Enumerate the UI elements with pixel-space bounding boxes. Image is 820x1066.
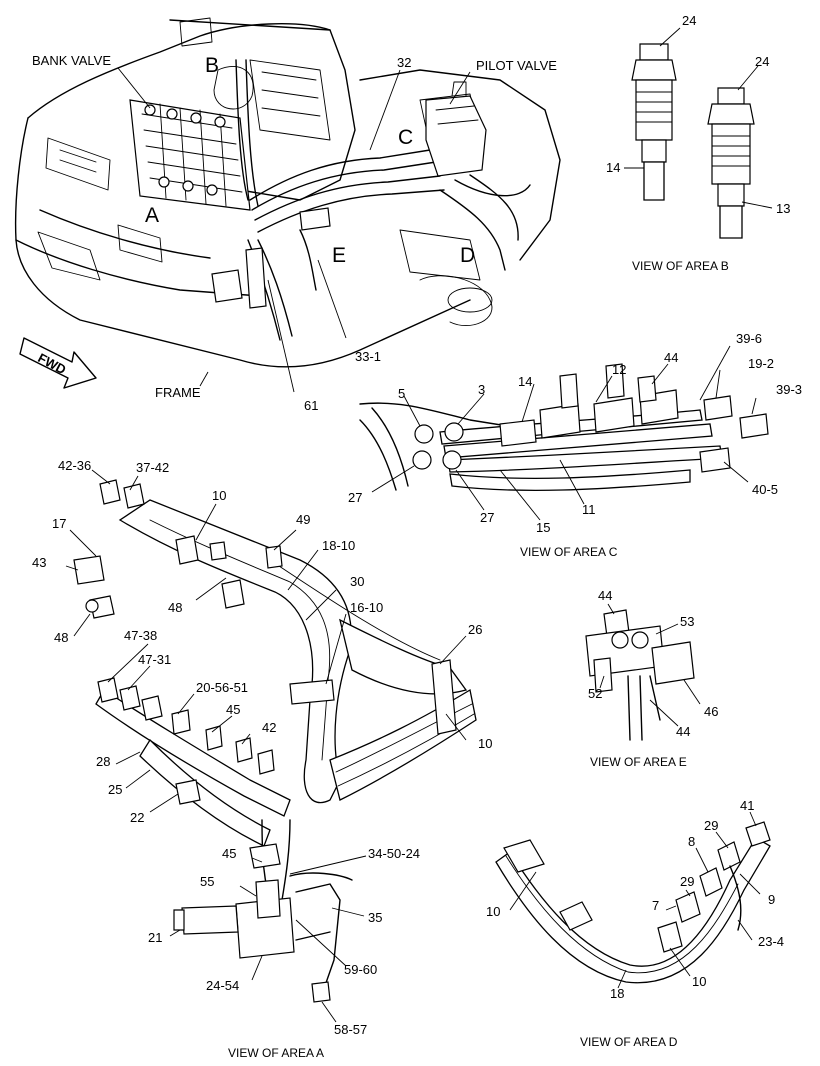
callout-55: 55 xyxy=(200,874,214,889)
frame-label: FRAME xyxy=(155,385,201,400)
callout-35: 35 xyxy=(368,910,382,925)
callout-27-right: 27 xyxy=(480,510,494,525)
callout-8: 8 xyxy=(688,834,695,849)
view-area-c: 12 44 39-6 14 3 5 19-2 39-3 27 27 11 15 … xyxy=(348,331,802,559)
callout-44: 44 xyxy=(664,350,678,365)
area-e-marker: E xyxy=(332,244,346,267)
callout-33-1: 33-1 xyxy=(355,349,381,364)
callout-21: 21 xyxy=(148,930,162,945)
bank-valve-cluster xyxy=(129,99,251,211)
callout-32: 32 xyxy=(397,55,411,70)
callout-40-5: 40-5 xyxy=(752,482,778,497)
callout-61: 61 xyxy=(304,398,318,413)
view-c-caption: VIEW OF AREA C xyxy=(520,545,618,559)
callout-11: 11 xyxy=(582,502,596,517)
view-d-caption: VIEW OF AREA D xyxy=(580,1035,678,1049)
callout-9: 9 xyxy=(768,892,775,907)
forward-arrow: FWD xyxy=(19,337,97,389)
callout-10-a-right: 10 xyxy=(478,736,492,751)
callout-29-mid: 29 xyxy=(680,874,694,889)
callout-39-3: 39-3 xyxy=(776,382,802,397)
callout-19-2: 19-2 xyxy=(748,356,774,371)
callout-34-50-24: 34-50-24 xyxy=(368,846,420,861)
callout-17: 17 xyxy=(52,516,66,531)
callout-30: 30 xyxy=(350,574,364,589)
callout-26: 26 xyxy=(468,622,482,637)
callout-45-a: 45 xyxy=(226,702,240,717)
main-view: FWD BANK VALVE PILOT VALVE FRAME B A C D… xyxy=(14,17,561,413)
callout-27-left: 27 xyxy=(348,490,362,505)
callout-29-top: 29 xyxy=(704,818,718,833)
view-e-caption: VIEW OF AREA E xyxy=(590,755,687,769)
callout-25: 25 xyxy=(108,782,122,797)
callout-59-60: 59-60 xyxy=(344,962,377,977)
pilot-valve-label: PILOT VALVE xyxy=(476,58,557,73)
callout-47-31: 47-31 xyxy=(138,652,171,667)
callout-44-e-bottom: 44 xyxy=(676,724,690,739)
area-c-marker: C xyxy=(398,126,413,149)
callout-46: 46 xyxy=(704,704,718,719)
callout-48-b: 48 xyxy=(54,630,68,645)
callout-16-10: 16-10 xyxy=(350,600,383,615)
callout-37-42: 37-42 xyxy=(136,460,169,475)
callout-47-38: 47-38 xyxy=(124,628,157,643)
callout-42: 42 xyxy=(262,720,276,735)
view-area-d: 41 29 8 29 9 7 10 23-4 10 18 VIEW OF ARE… xyxy=(486,798,784,1049)
callout-10-d-bottom: 10 xyxy=(692,974,706,989)
callout-52: 52 xyxy=(588,686,602,701)
callout-18-10: 18-10 xyxy=(322,538,355,553)
callout-10-a-top: 10 xyxy=(212,488,226,503)
area-d-marker: D xyxy=(460,244,475,267)
callout-14-c: 14 xyxy=(518,374,532,389)
callout-22: 22 xyxy=(130,810,144,825)
callout-7: 7 xyxy=(652,898,659,913)
fwd-label: FWD xyxy=(35,350,68,377)
view-area-a: 42-36 37-42 10 17 49 43 18-10 30 48 48 1… xyxy=(32,458,492,1060)
callout-23-4: 23-4 xyxy=(758,934,784,949)
callout-14: 14 xyxy=(606,160,620,175)
callout-12: 12 xyxy=(612,362,626,377)
callout-43: 43 xyxy=(32,555,46,570)
view-area-e: 44 53 52 46 44 VIEW OF AREA E xyxy=(585,588,718,769)
view-a-caption: VIEW OF AREA A xyxy=(228,1046,324,1060)
callout-3: 3 xyxy=(478,382,485,397)
callout-28: 28 xyxy=(96,754,110,769)
callout-24-right: 24 xyxy=(755,54,769,69)
area-b-marker: B xyxy=(205,54,219,77)
callout-58-57: 58-57 xyxy=(334,1022,367,1037)
callout-13: 13 xyxy=(776,201,790,216)
callout-24-54: 24-54 xyxy=(206,978,239,993)
callout-18: 18 xyxy=(610,986,624,1001)
pilot-valve xyxy=(425,81,487,177)
callout-53: 53 xyxy=(680,614,694,629)
callout-45-b: 45 xyxy=(222,846,236,861)
bank-valve-label: BANK VALVE xyxy=(32,53,111,68)
callout-48-a: 48 xyxy=(168,600,182,615)
callout-5: 5 xyxy=(398,386,405,401)
view-area-b: 24 24 14 13 VIEW OF AREA B xyxy=(606,13,790,273)
callout-24-left: 24 xyxy=(682,13,696,28)
callout-39-6: 39-6 xyxy=(736,331,762,346)
callout-10-d-left: 10 xyxy=(486,904,500,919)
callout-15: 15 xyxy=(536,520,550,535)
view-b-caption: VIEW OF AREA B xyxy=(632,259,729,273)
callout-49: 49 xyxy=(296,512,310,527)
callout-44-e-top: 44 xyxy=(598,588,612,603)
callout-42-36: 42-36 xyxy=(58,458,91,473)
callout-41: 41 xyxy=(740,798,754,813)
callout-20-56-51: 20-56-51 xyxy=(196,680,248,695)
area-a-marker: A xyxy=(145,204,159,227)
